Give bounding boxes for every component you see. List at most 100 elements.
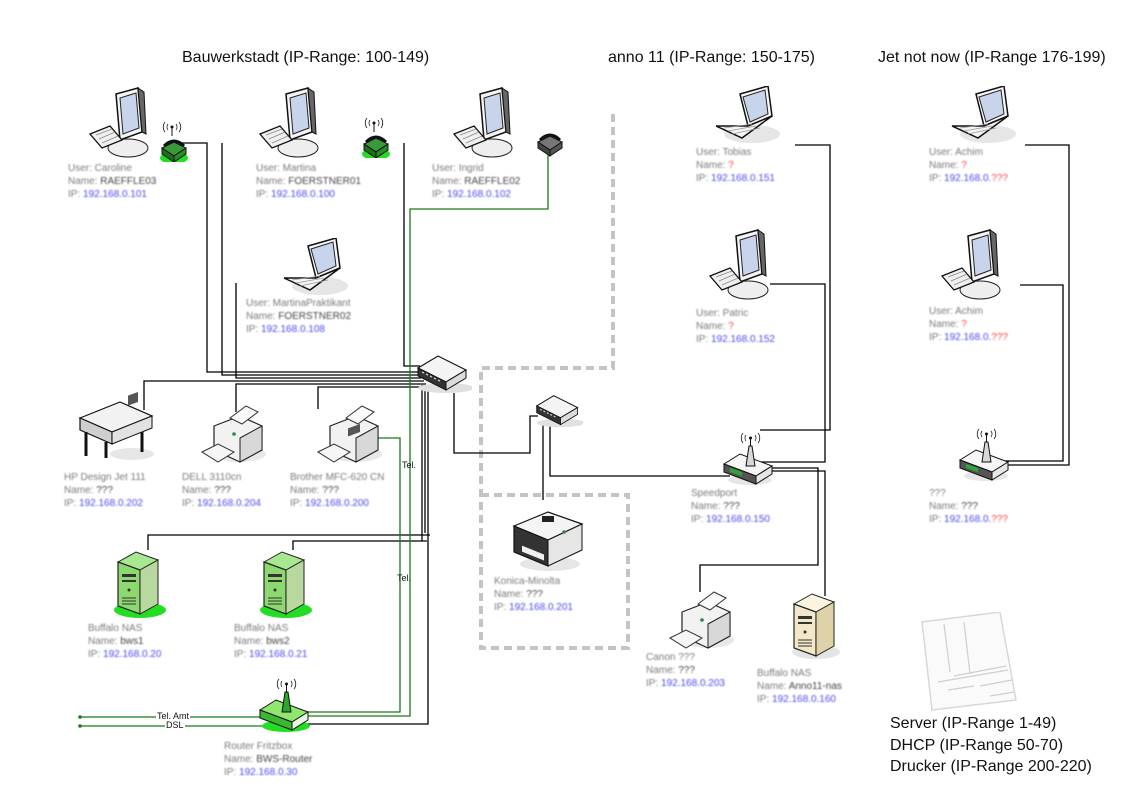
device-model: Canon ??? — [646, 652, 695, 663]
device-ip: 192.168.0.101 — [83, 189, 147, 200]
device-label-dell: DELL 3110cn Name: ??? IP: 192.168.0.204 — [182, 472, 261, 509]
wire-label-dsl: DSL — [165, 720, 185, 730]
device-hostname: Anno11-nas — [788, 681, 842, 692]
device-model: Router Fritzbox — [224, 741, 293, 752]
device-ip: 192.168.0.152 — [711, 334, 775, 345]
device-label-jet-router: ??? Name: ??? IP: 192.168.0.??? — [929, 488, 1008, 525]
device-hostname: ??? — [214, 485, 231, 496]
device-hostname: ??? — [96, 485, 113, 496]
device-ip: 192.168.0.203 — [661, 678, 725, 689]
device-hostname: ??? — [678, 665, 695, 676]
device-hostname: ??? — [526, 589, 543, 600]
device-label-martina: User: Martina Name: FOERSTNER01 IP: 192.… — [256, 163, 362, 200]
device-hostname: RAEFFLE02 — [464, 176, 521, 187]
main-network-switch-icon[interactable] — [416, 354, 472, 398]
document-icon — [921, 612, 1017, 711]
device-model: Konica-Minolta — [494, 576, 561, 587]
device-hostname: ? — [728, 160, 734, 171]
laptop-icon — [715, 86, 781, 144]
device-ip-unknown: ??? — [991, 173, 1008, 184]
wire-label-tel: Tel. — [397, 573, 412, 583]
device-model: ??? — [929, 488, 946, 499]
secondary-network-switch-icon[interactable] — [535, 394, 583, 434]
device-hostname: ? — [728, 321, 734, 332]
device-hostname: ? — [961, 319, 967, 330]
device-ip: 192.168.0.102 — [447, 189, 511, 200]
device-label-praktikant: User: MartinaPraktikant Name: FOERSTNER0… — [246, 298, 352, 335]
device-model: Speedport — [691, 488, 738, 499]
device-user: User: Ingrid — [432, 163, 484, 174]
wire-label-tel: Tel. — [402, 460, 417, 470]
device-label-hp-designjet: HP Design Jet 111 Name: ??? IP: 192.168.… — [64, 472, 146, 509]
desktop-pc-icon — [89, 87, 149, 158]
device-user: User: Achim — [929, 306, 983, 317]
device-hostname: FOERSTNER01 — [288, 176, 362, 187]
desktop-pc-icon — [453, 87, 513, 158]
device-label-nas1: Buffalo NAS Name: bws1 IP: 192.168.0.20 — [88, 623, 162, 660]
zone-border-anno11 — [479, 114, 630, 650]
device-model: Buffalo NAS — [88, 623, 143, 634]
device-ip-unknown: ??? — [991, 332, 1008, 343]
device-user: User: Tobias — [696, 147, 752, 158]
zone-title-anno11: anno 11 (IP-Range: 150-175) — [608, 49, 815, 66]
lan-wires-main-switch — [143, 142, 1070, 725]
desktop-pc-icon — [259, 87, 319, 158]
laser-printer-icon — [669, 591, 735, 649]
device-ip: 192.168.0.201 — [509, 602, 573, 613]
device-label-canon: Canon ??? Name: ??? IP: 192.168.0.203 — [646, 652, 725, 689]
device-user: User: Martina — [256, 163, 317, 174]
device-model: Buffalo NAS — [757, 668, 812, 679]
device-user: User: Caroline — [68, 163, 132, 174]
device-hostname: ? — [961, 160, 967, 171]
wifi-router-icon[interactable] — [958, 426, 1014, 482]
network-printer-icon — [512, 511, 584, 571]
device-model: Buffalo NAS — [234, 623, 289, 634]
device-hostname: bws2 — [266, 636, 290, 647]
device-label-achim-laptop: User: Achim Name: ? IP: 192.168.0.??? — [929, 147, 1008, 184]
wifi-router-icon[interactable] — [258, 676, 314, 733]
device-label-tobias: User: Tobias Name: ? IP: 192.168.0.151 — [696, 147, 775, 184]
device-ip: 192.168.0. — [944, 514, 992, 525]
device-hostname: FOERSTNER02 — [278, 311, 352, 322]
legend-item-server: Server (IP-Range 1-49) — [890, 715, 1057, 732]
laptop-icon — [283, 238, 349, 296]
desk-phone-icon — [536, 133, 564, 158]
device-hostname: RAEFFLE03 — [100, 176, 157, 187]
device-ip: 192.168.0.20 — [103, 649, 162, 660]
wire-endpoints — [78, 715, 82, 728]
device-ip: 192.168.0. — [944, 332, 992, 343]
desktop-pc-icon — [941, 229, 1001, 300]
device-ip: 192.168.0.160 — [772, 694, 836, 705]
device-ip-unknown: ??? — [991, 514, 1008, 525]
laser-printer-icon — [201, 405, 267, 463]
device-ip: 192.168.0.30 — [239, 767, 298, 778]
device-label-achim-pc: User: Achim Name: ? IP: 192.168.0.??? — [929, 306, 1008, 343]
nas-server-icon — [113, 551, 166, 619]
device-ip: 192.168.0.21 — [249, 649, 308, 660]
device-model: DELL 3110cn — [182, 472, 242, 483]
device-hostname: ??? — [961, 501, 978, 512]
legend-item-drucker: Drucker (IP-Range 200-220) — [890, 758, 1092, 775]
device-label-speedport: Speedport Name: ??? IP: 192.168.0.150 — [691, 488, 770, 525]
device-ip: 192.168.0.200 — [305, 498, 369, 509]
device-user: User: MartinaPraktikant — [246, 298, 351, 309]
device-label-fritzbox: Router Fritzbox Name: BWS-Router IP: 192… — [224, 741, 313, 778]
device-ip: 192.168.0.202 — [79, 498, 143, 509]
zone-title-bauwerkstadt: Bauwerkstadt (IP-Range: 100-149) — [182, 49, 430, 66]
desktop-pc-icon — [709, 229, 769, 300]
device-label-nas2: Buffalo NAS Name: bws2 IP: 192.168.0.21 — [234, 623, 308, 660]
device-hostname: ??? — [322, 485, 339, 496]
ip-phone-icon — [360, 118, 390, 158]
wifi-router-icon[interactable] — [722, 430, 778, 486]
device-ip: 192.168.0.108 — [261, 324, 325, 335]
device-model: HP Design Jet 111 — [64, 472, 146, 483]
device-label-patric: User: Patric Name: ? IP: 192.168.0.152 — [696, 308, 775, 345]
plotter-icon — [78, 391, 154, 460]
ip-phone-icon — [158, 122, 188, 162]
device-ip: 192.168.0.204 — [197, 498, 261, 509]
device-hostname: bws1 — [120, 636, 144, 647]
device-user: User: Patric — [696, 308, 749, 319]
device-label-ingrid: User: Ingrid Name: RAEFFLE02 IP: 192.168… — [432, 163, 521, 200]
fax-printer-icon — [317, 405, 383, 463]
legend-item-dhcp: DHCP (IP-Range 50-70) — [890, 736, 1064, 754]
